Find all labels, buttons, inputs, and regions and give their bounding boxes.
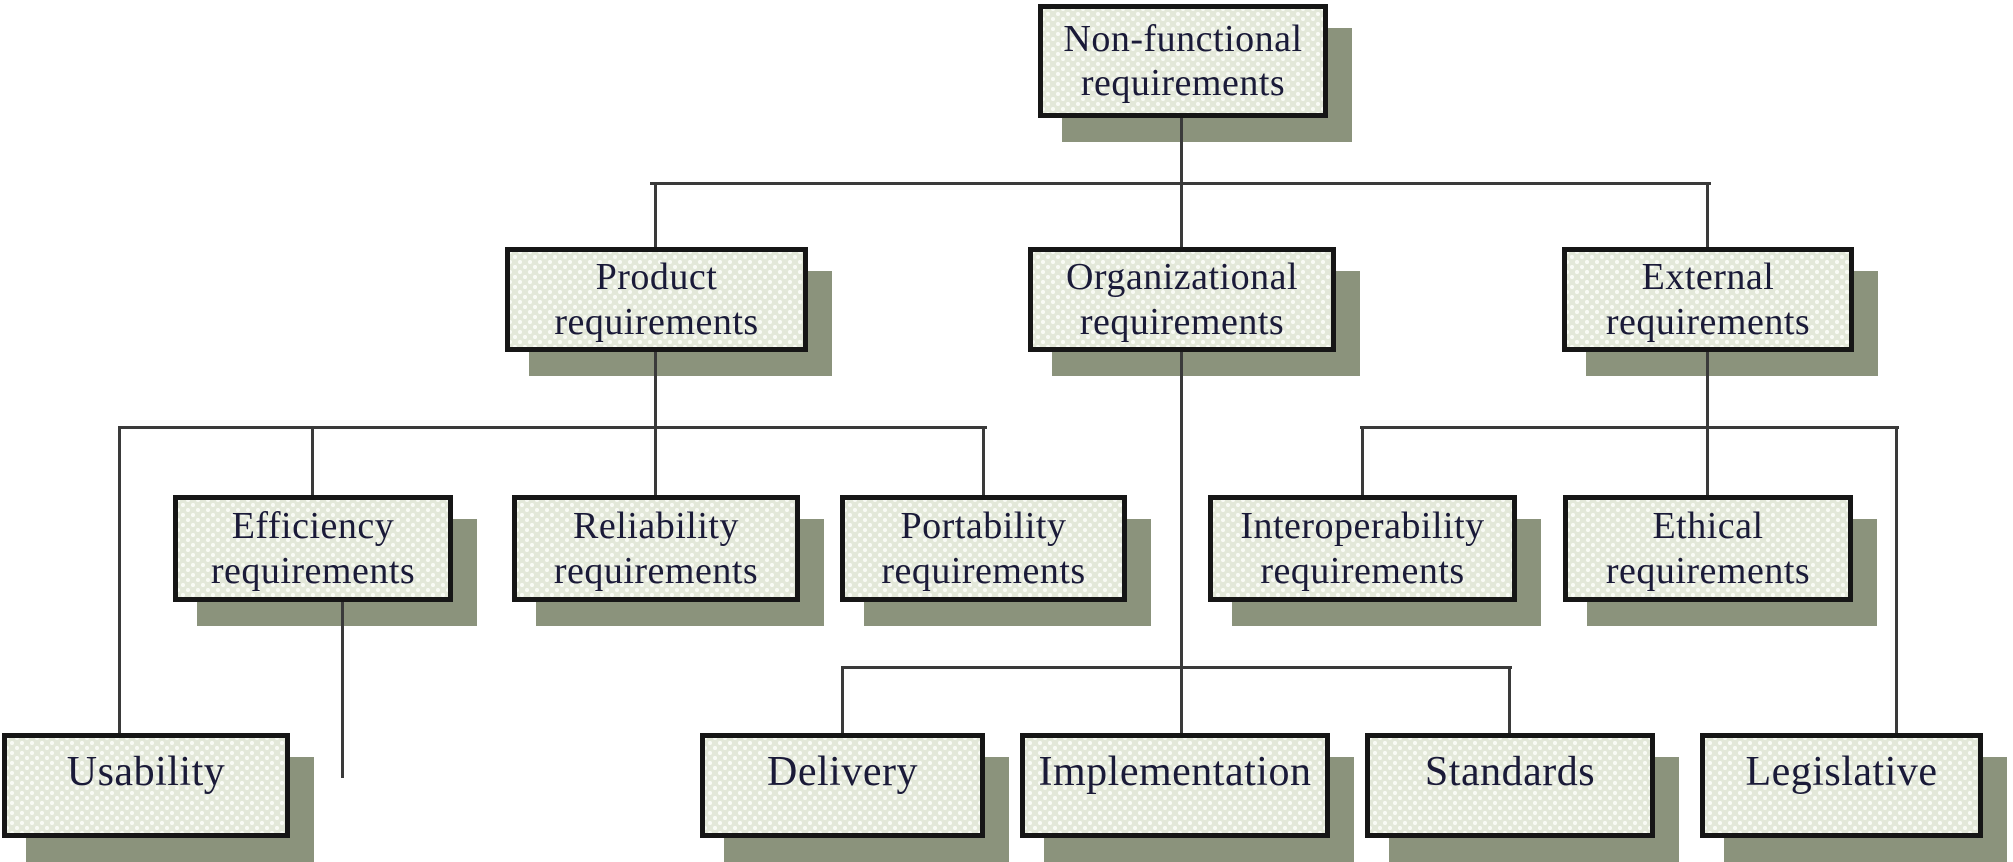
node-non-functional-requirements: Non-functional requirements <box>1038 4 1328 118</box>
connector-drop-standards <box>1508 666 1511 733</box>
node-delivery: Delivery <box>700 733 985 838</box>
connector-drop-usability <box>118 426 121 733</box>
node-interoperability-requirements: Interoperability requirements <box>1208 495 1517 602</box>
connector-drop-interoperability <box>1361 426 1364 495</box>
connector-external-bar <box>1360 426 1899 429</box>
node-product-requirements: Product requirements <box>505 247 808 352</box>
node-usability: Usability <box>2 733 290 838</box>
node-label: External requirements <box>1605 256 1811 343</box>
connector-level1-bar <box>650 182 1711 185</box>
connector-drop-portability <box>982 426 985 495</box>
connector-organizational-bar <box>842 666 1512 669</box>
connector-drop-product <box>654 182 657 247</box>
connector-drop-legislative <box>1895 426 1898 733</box>
node-label: Delivery <box>767 749 918 795</box>
node-portability-requirements: Portability requirements <box>840 495 1127 602</box>
node-organizational-requirements: Organizational requirements <box>1028 247 1336 352</box>
diagram-canvas: Non-functional requirements Product requ… <box>2 4 2007 862</box>
node-label: Interoperability requirements <box>1240 505 1485 592</box>
connector-drop-delivery <box>841 666 844 733</box>
node-label: Standards <box>1424 749 1596 795</box>
connector-product-to-reliability <box>654 352 657 495</box>
node-label: Organizational requirements <box>1065 256 1299 343</box>
node-label: Usability <box>66 749 226 795</box>
node-legislative: Legislative <box>1700 733 1983 838</box>
connector-product-bar <box>118 426 987 429</box>
node-label: Reliability requirements <box>553 505 759 592</box>
connector-external-to-ethical <box>1706 352 1709 495</box>
connector-drop-efficiency <box>311 426 314 495</box>
connector-organizational-to-implementation <box>1180 352 1183 733</box>
node-label: Product requirements <box>554 256 759 343</box>
node-label: Implementation <box>1038 749 1312 795</box>
node-standards: Standards <box>1365 733 1655 838</box>
connector-drop-external <box>1706 182 1709 247</box>
node-reliability-requirements: Reliability requirements <box>512 495 800 602</box>
node-label: Ethical requirements <box>1605 505 1811 592</box>
node-label: Efficiency requirements <box>210 505 416 592</box>
connector-efficiency-children <box>341 602 344 778</box>
node-label: Non-functional requirements <box>1063 17 1303 104</box>
node-label: Legislative <box>1745 749 1938 795</box>
node-external-requirements: External requirements <box>1562 247 1854 352</box>
node-efficiency-requirements: Efficiency requirements <box>173 495 453 602</box>
node-label: Portability requirements <box>881 505 1086 592</box>
node-ethical-requirements: Ethical requirements <box>1563 495 1853 602</box>
node-implementation: Implementation <box>1020 733 1330 838</box>
